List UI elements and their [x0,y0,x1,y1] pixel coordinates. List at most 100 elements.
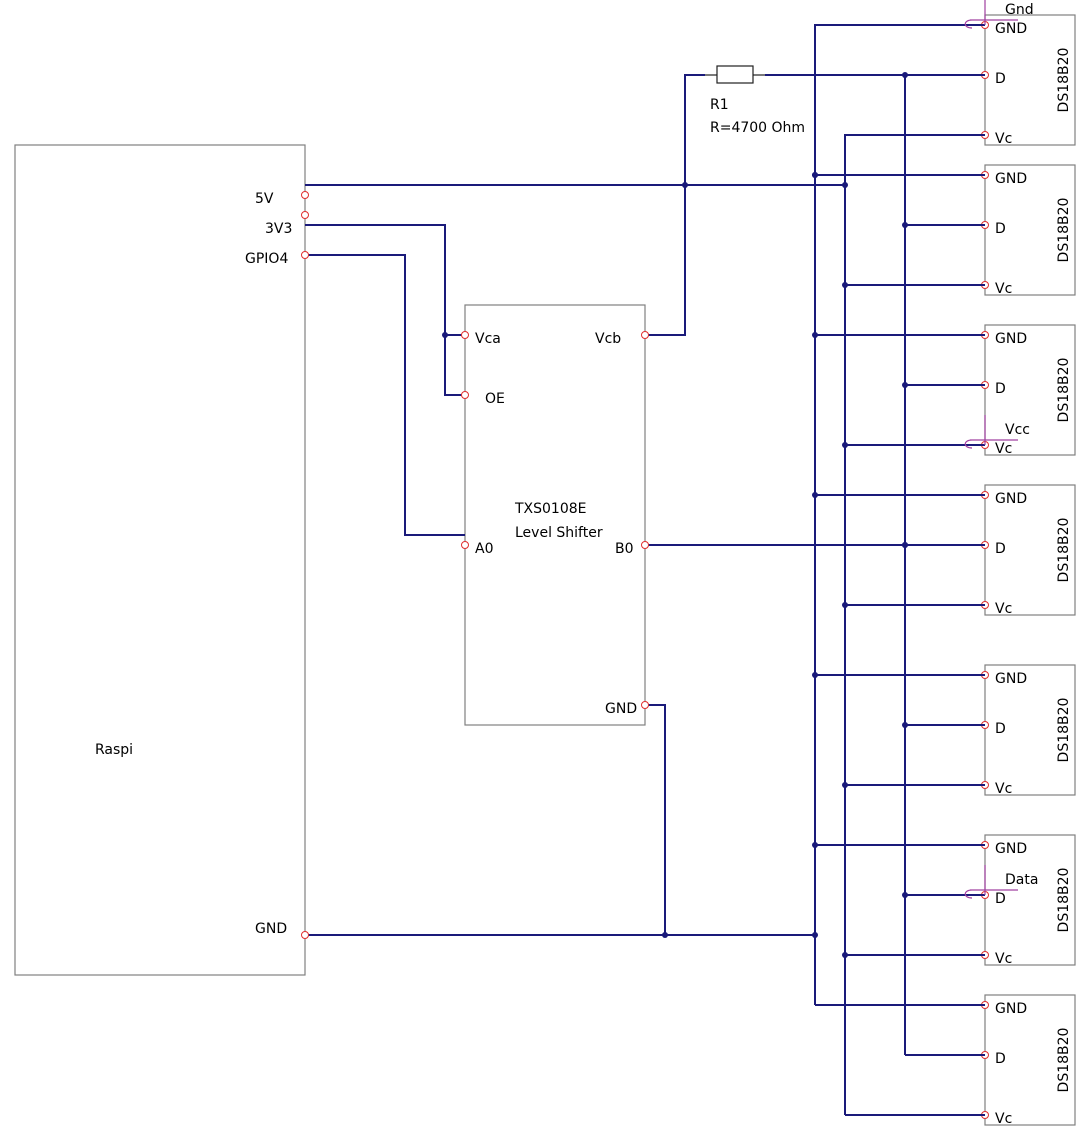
sensor-name: DS18B20 [1056,1028,1072,1093]
sensor-body [984,324,1076,456]
net-flag-data: Data [964,865,1038,899]
sensor-pin-label: Vc [995,131,1012,147]
junction [842,952,848,958]
pin-raspi-gpio4 [301,251,309,259]
junction [812,672,818,678]
junction [662,932,668,938]
sensor-pin-label: Vc [995,1111,1012,1127]
raspi-name: Raspi [95,742,133,758]
resistor-value: R=4700 Ohm [710,120,805,136]
sensor-pin-label: GND [995,21,1027,37]
junction [902,222,908,228]
sensor-body [984,164,1076,296]
sensor-pin-label: Vc [995,781,1012,797]
pin-shifter-b0 [641,541,649,549]
sensor-pin-label: D [995,71,1006,87]
junction [812,172,818,178]
junction [902,72,908,78]
junction [682,182,688,188]
level-shifter-name: TXS0108E [514,501,587,517]
sensor-name: DS18B20 [1056,358,1072,423]
junction [842,442,848,448]
sensor-group: GNDDVcDS18B20GNDDVcDS18B20GNDDVcDS18B20G… [981,14,1076,1127]
junction [842,182,848,188]
pin-raspi-3v3 [301,211,309,219]
resistor-r1[interactable]: R1 R=4700 Ohm [705,65,805,136]
sensor-name: DS18B20 [1056,198,1072,263]
junction [812,932,818,938]
sensor-body [984,994,1076,1126]
level-shifter-pin-gnd-label: GND [605,701,637,717]
junction [812,332,818,338]
wire-vcb-resistor [645,74,705,336]
net-flag-gnd-symbol [964,0,1018,29]
level-shifter-pin-a0-label: A0 [475,541,493,557]
sensor-pin-label: D [995,221,1006,237]
net-flag-data-label: Data [1005,872,1038,888]
pin-shifter-oe [461,391,469,399]
raspi-pin-gpio4-label: GPIO4 [245,251,288,267]
junction [812,842,818,848]
level-shifter-pin-vcb-label: Vcb [595,331,621,347]
net-flag-vcc-symbol [964,415,1018,449]
junction [902,892,908,898]
wire-shifter-gnd [645,704,666,935]
wires [305,24,985,1115]
resistor-body [716,65,754,84]
sensor-ds18b20-1[interactable]: GND D Vc DS18B20 [981,14,1076,147]
net-flag-gnd: Gnd [964,0,1034,29]
level-shifter-body [464,304,646,726]
sensor-name: DS18B20 [1056,868,1072,933]
junction [842,282,848,288]
wire-gpio4-a0 [305,254,465,536]
junction [812,492,818,498]
junction [902,722,908,728]
pin-shifter-vcb [641,331,649,339]
sensor-ds18b20-6[interactable]: GND D Vc DS18B20 [981,834,1076,967]
sensor-ds18b20-2[interactable]: GND D Vc DS18B20 [981,164,1076,297]
raspi-component[interactable]: Raspi 5V 3V3 GPIO4 GND [14,144,306,976]
wire-vc-bus [844,134,985,1115]
sensor-name: DS18B20 [1056,698,1072,763]
sensor-name: DS18B20 [1056,48,1072,113]
junction [442,332,448,338]
resistor-ref: R1 [710,97,729,113]
wire-gnd-bus [814,24,985,1005]
junctions [442,72,908,938]
sensor-pin-label: D [995,541,1006,557]
sensor-pin-label: GND [995,841,1027,857]
junction [842,782,848,788]
sensor-pin-label: D [995,891,1006,907]
sensor-pin-label: Vc [995,281,1012,297]
bus-junctions [812,172,908,958]
level-shifter-subtitle: Level Shifter [515,525,603,541]
level-shifter-pin-b0-label: B0 [615,541,634,557]
level-shifter-component[interactable]: TXS0108E Level Shifter Vca OE A0 Vcb B0 … [464,304,646,726]
sensor-name: DS18B20 [1056,518,1072,583]
raspi-body [14,144,306,976]
sensor-pin-label: D [995,1051,1006,1067]
sensor-pin-label: GND [995,171,1027,187]
wire-3v3-oe [444,335,465,396]
net-flag-vcc-label: Vcc [1005,422,1030,438]
pin-raspi-gnd [301,931,309,939]
sensor-body [984,14,1076,146]
sensor-pin-label: D [995,721,1006,737]
sensor-pin-label: Vc [995,951,1012,967]
pin-shifter-gnd [641,701,649,709]
sensor-pin-label: D [995,381,1006,397]
raspi-pin-3v3-label: 3V3 [265,221,292,237]
sensor-body [984,484,1076,616]
sensor-body [984,834,1076,966]
sensor-pin-label: GND [995,331,1027,347]
pin-shifter-vca [461,331,469,339]
junction [902,382,908,388]
net-flag-vcc: Vcc [964,415,1030,449]
sensor-pin-label: GND [995,491,1027,507]
level-shifter-pin-oe-label: OE [485,391,505,407]
